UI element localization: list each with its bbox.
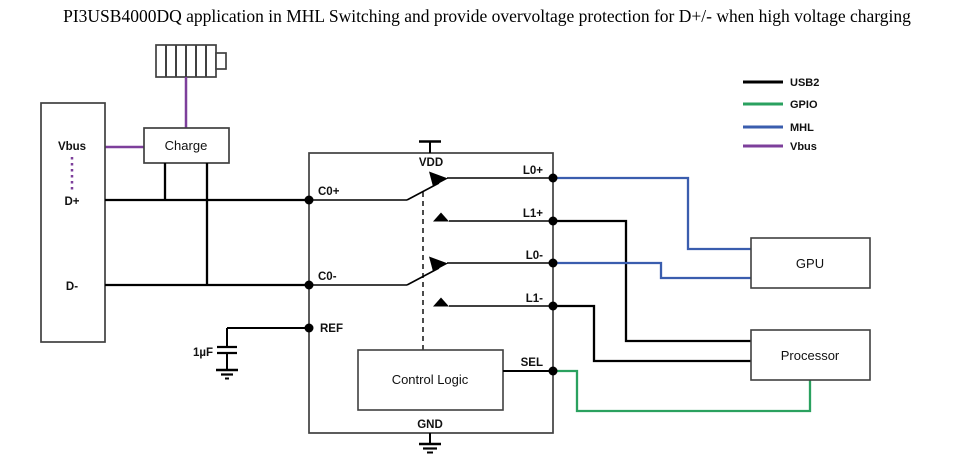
vdd-symbol: VDD: [419, 140, 443, 169]
switch-1-open-contact-icon: [433, 212, 449, 222]
connector-dminus-label: D-: [66, 281, 78, 293]
switch-2-open-contact-icon: [433, 297, 449, 307]
legend-gpio-label: GPIO: [790, 99, 818, 111]
capacitor-value-label: 1µF: [193, 347, 213, 359]
pin-l0plus-label: L0+: [523, 165, 543, 177]
l0minus-mhl-wire: [553, 261, 751, 280]
legend-usb2-label: USB2: [790, 77, 819, 89]
pin-dots: [304, 173, 558, 376]
processor-label: Processor: [781, 348, 840, 363]
legend-vbus-label: Vbus: [790, 141, 817, 153]
pin-c0minus-label: C0-: [318, 271, 337, 283]
ref-capacitor: 1µF: [193, 327, 309, 380]
switch-2: [309, 256, 553, 307]
pin-l0plus-dot: [548, 173, 558, 183]
gpu-label: GPU: [796, 256, 824, 271]
connector-dplus-label: D+: [64, 196, 79, 208]
page-title: PI3USB4000DQ application in MHL Switchin…: [63, 6, 911, 26]
pin-c0minus-dot: [304, 280, 314, 290]
pin-l1minus-dot: [548, 301, 558, 311]
switch-2-arrow-icon: [429, 256, 448, 272]
connector-vbus-label: Vbus: [58, 141, 86, 153]
pin-l1minus-label: L1-: [526, 293, 543, 305]
sel-gpio-wire: [553, 369, 812, 413]
switch-1-arrow-icon: [429, 171, 448, 187]
pin-ref-dot: [304, 323, 314, 333]
gnd-label: GND: [417, 419, 443, 431]
control-logic-block: Control Logic: [357, 349, 504, 411]
pin-ref-label: REF: [320, 323, 343, 335]
vdd-label: VDD: [419, 157, 443, 169]
l1plus-usb2-wire: [553, 219, 751, 343]
pin-l0minus-dot: [548, 258, 558, 268]
charge-label: Charge: [165, 138, 208, 153]
l0plus-mhl-wire: [553, 176, 751, 251]
charge-block: Charge: [143, 127, 230, 164]
legend: USB2 GPIO MHL Vbus: [743, 77, 819, 153]
pin-l0minus-label: L0-: [526, 250, 543, 262]
pin-c0plus-label: C0+: [318, 186, 340, 198]
pin-sel-dot: [548, 366, 558, 376]
pin-l1plus-label: L1+: [523, 208, 543, 220]
usb-connector-block: Vbus D+ D-: [40, 102, 106, 343]
gnd-symbol: GND: [417, 419, 443, 454]
pin-c0plus-dot: [304, 195, 314, 205]
control-logic-label: Control Logic: [392, 372, 469, 387]
l1minus-usb2-wire: [553, 304, 751, 363]
pin-l1plus-dot: [548, 216, 558, 226]
gpu-block: GPU: [750, 237, 871, 289]
switch-1: [309, 171, 553, 222]
processor-block: Processor: [750, 329, 871, 381]
pin-sel-label: SEL: [521, 357, 543, 369]
legend-mhl-label: MHL: [790, 122, 814, 134]
battery-icon: [155, 44, 227, 78]
